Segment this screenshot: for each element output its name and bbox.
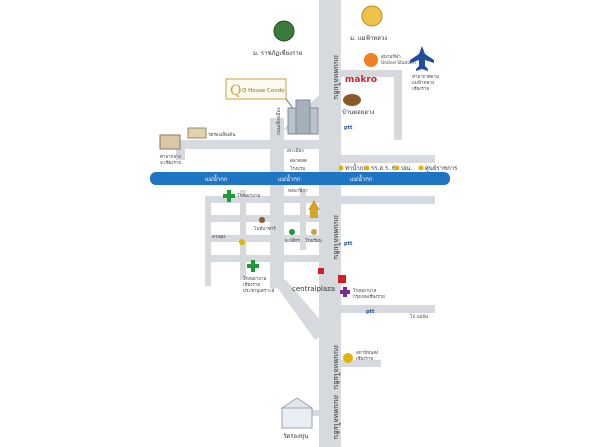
court-label-1: ศาลากลาง [160, 154, 181, 160]
police-label: สภ.เมือง [287, 147, 304, 154]
conv-marker [418, 165, 424, 171]
hospital-1-label-b: เชียงราย [243, 282, 260, 288]
park-marker [239, 239, 245, 245]
highway-label-bottom: ถนนพหลโยธิน [332, 395, 341, 439]
night-bazaar-label: ไนท์บาซาร์ [253, 225, 276, 232]
mae-fah-luang-label: ม. แม่ฟ้าหลวง [350, 35, 387, 42]
market-label: ตลาดสด [290, 158, 307, 164]
court-label-2: จ.เชียงราย [160, 160, 181, 166]
ptt-marker-1: ptt [344, 125, 353, 131]
project-logo [225, 78, 287, 100]
road-stadium-v [394, 70, 402, 140]
hospital-2-label-b: กรุงเทพเชียงราย [353, 294, 385, 300]
clock-tower-icon [308, 200, 320, 210]
hospital-2-label-a: โรงพยาบาล [353, 287, 377, 294]
diagonal-road-south [272, 280, 329, 340]
mae-fah-luang-logo [361, 5, 383, 27]
highway-label-top: ถนนพหลโยธิน [332, 55, 341, 99]
mae-chan-label: ไป แม่จัน [409, 314, 428, 320]
road-east-2 [340, 196, 435, 204]
wat-rong-khun-icon [281, 407, 313, 429]
hospital-cross-icon [223, 190, 235, 202]
stadium-logo [364, 53, 378, 67]
hospital-2-icon [340, 287, 350, 297]
road-grid-v1 [205, 196, 211, 286]
highway-label-mid: ถนนพหลโยธิน [332, 215, 341, 259]
makro-label: makro [345, 75, 377, 85]
airport-label-3: เชียงราย [412, 86, 429, 92]
night-bazaar-marker [259, 217, 265, 223]
road-west-3 [205, 235, 320, 242]
kasikorn-marker [289, 229, 295, 235]
airplane-icon [410, 46, 434, 71]
main-highway [319, 0, 341, 447]
rajabhat-logo [273, 20, 295, 42]
school-label: โรงเรียน [305, 237, 322, 244]
school-marker [311, 229, 317, 235]
project-building-2 [295, 99, 311, 135]
stadium-label-2: United Stadium [381, 60, 416, 66]
airport-label-2: แม่ฟ้าหลวง [412, 80, 434, 86]
ring-road-label: ถนนเลี่ยงเมือง [275, 108, 282, 135]
road-east-1 [340, 155, 435, 163]
clock-tower-base [310, 210, 318, 218]
tha-chai-label: ท่าน้ำกก [345, 162, 367, 172]
hospital-1-label-a: โรงพยาบาล [243, 275, 267, 282]
temple-top-label: วัดร่องเสือเต้น [208, 131, 235, 138]
project-logo-text: Q House Condo [242, 88, 285, 94]
bus-station-label-1: สถานีขนส่ง [356, 350, 378, 356]
river-label-3: แม่น้ำกก [350, 173, 373, 183]
road-grid-v3 [300, 190, 306, 250]
conv-label: ศูนย์ราชการ [425, 164, 458, 172]
red-marker-1 [318, 268, 324, 274]
hospital-cross-icon-2 [247, 260, 259, 272]
red-marker-2 [338, 275, 346, 283]
ban-label: บ้านดอยฮาง [342, 109, 374, 116]
rs6-label: รร.ส.ร. 6 [371, 165, 396, 172]
airport-label-1: ท่าอากาศยาน [412, 74, 439, 80]
post-marker [394, 165, 400, 171]
river-label-2: แม่น้ำกก [278, 173, 301, 183]
road-south-link [341, 360, 381, 367]
park-label: สวนตุง [212, 234, 225, 240]
road-west-1 [205, 196, 320, 203]
ptt-marker-3: ptt [366, 309, 375, 315]
pottery-icon [343, 94, 361, 106]
road-north-cross [170, 140, 320, 149]
ptt-marker-2: ptt [344, 241, 353, 247]
road-west-4 [205, 255, 320, 262]
kasikorn-label: ธ.กสิกร [285, 238, 300, 244]
highway-label-lower: ถนนพหลโยธิน [332, 345, 341, 389]
hospital-small-label: โรงพยาบาล [237, 192, 261, 199]
river [150, 172, 450, 185]
road-grid-v2 [240, 190, 246, 280]
road-court [176, 140, 185, 160]
clock-tower-label: หอนาฬิกา [288, 187, 308, 194]
project-logo-q: Q [230, 83, 241, 99]
wat-rong-khun-roof [280, 397, 314, 409]
hospital-1-label-c: ประชานุเคราะห์ [243, 287, 274, 294]
tha-chai-marker [338, 165, 344, 171]
central-plaza-label: centralplaza [292, 285, 335, 293]
bus-station-label-2: เชียงราย [356, 356, 373, 362]
road-stadium [341, 70, 401, 77]
post-label: ปณ. [401, 165, 412, 172]
stadium-label: สนามกีฬา [381, 53, 401, 60]
wat-rong-khun-label: วัดร่องขุ่น [283, 433, 308, 440]
bus-station-marker [343, 353, 353, 363]
river-label-1: แม่น้ำกก [205, 173, 228, 183]
road-lower-east [340, 305, 435, 313]
court-building [159, 134, 181, 150]
hotel-label: โรงแรม [290, 165, 305, 172]
temple-top [187, 127, 207, 139]
rs6-marker [364, 165, 370, 171]
rajabhat-label: ม. ราชภัฏเชียงราย [253, 49, 302, 57]
